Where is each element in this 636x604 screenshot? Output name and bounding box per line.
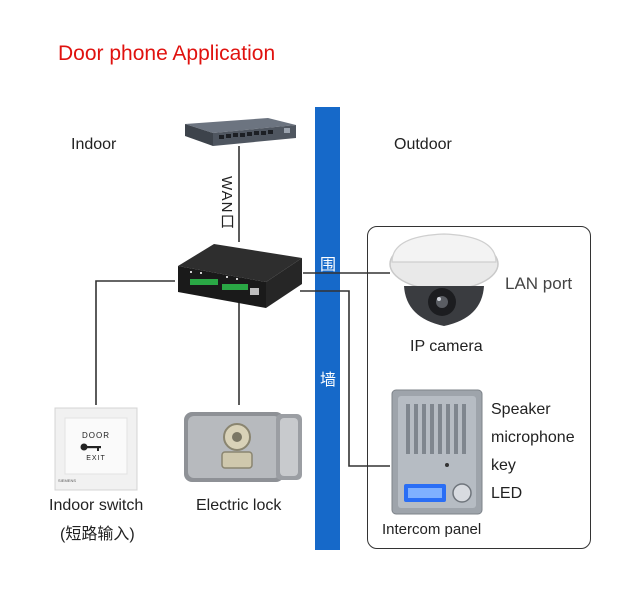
door-phone-controller-icon	[178, 244, 302, 308]
exit-button-icon	[54, 407, 138, 491]
network-switch-icon	[185, 118, 296, 146]
feature-microphone: microphone	[491, 429, 575, 446]
indoor-switch-sublabel: (短路输入)	[60, 526, 135, 543]
intercom-panel-icon	[391, 389, 483, 515]
ip-camera-icon	[389, 233, 499, 326]
wall-label-bottom: 墙	[319, 372, 336, 389]
intercom-panel-label: Intercom panel	[382, 521, 482, 538]
indoor-switch-line	[95, 280, 175, 405]
electric-lock-label: Electric lock	[196, 497, 282, 514]
feature-speaker: Speaker	[491, 401, 551, 418]
feature-key: key	[491, 457, 516, 474]
connection-lines	[95, 146, 390, 467]
ip-camera-label: IP camera	[410, 338, 483, 355]
indoor-label: Indoor	[71, 136, 117, 153]
wall	[315, 107, 340, 550]
diagram-title: Door phone Application	[58, 42, 276, 65]
wan-label: WAN口	[218, 176, 235, 230]
electric-lock-icon	[184, 412, 302, 482]
indoor-switch-label: Indoor switch	[49, 497, 144, 514]
exit-button-line2: EXIT	[86, 455, 106, 462]
intercom-line	[300, 290, 390, 467]
outdoor-devices-box	[367, 226, 591, 549]
lan-port-label: LAN port	[505, 274, 573, 293]
feature-led: LED	[491, 485, 523, 502]
wall-label-top: 围	[319, 257, 336, 274]
outdoor-label: Outdoor	[394, 136, 452, 153]
exit-button-line1: DOOR	[82, 431, 110, 440]
exit-button-brand: SIEMENS	[58, 478, 77, 483]
